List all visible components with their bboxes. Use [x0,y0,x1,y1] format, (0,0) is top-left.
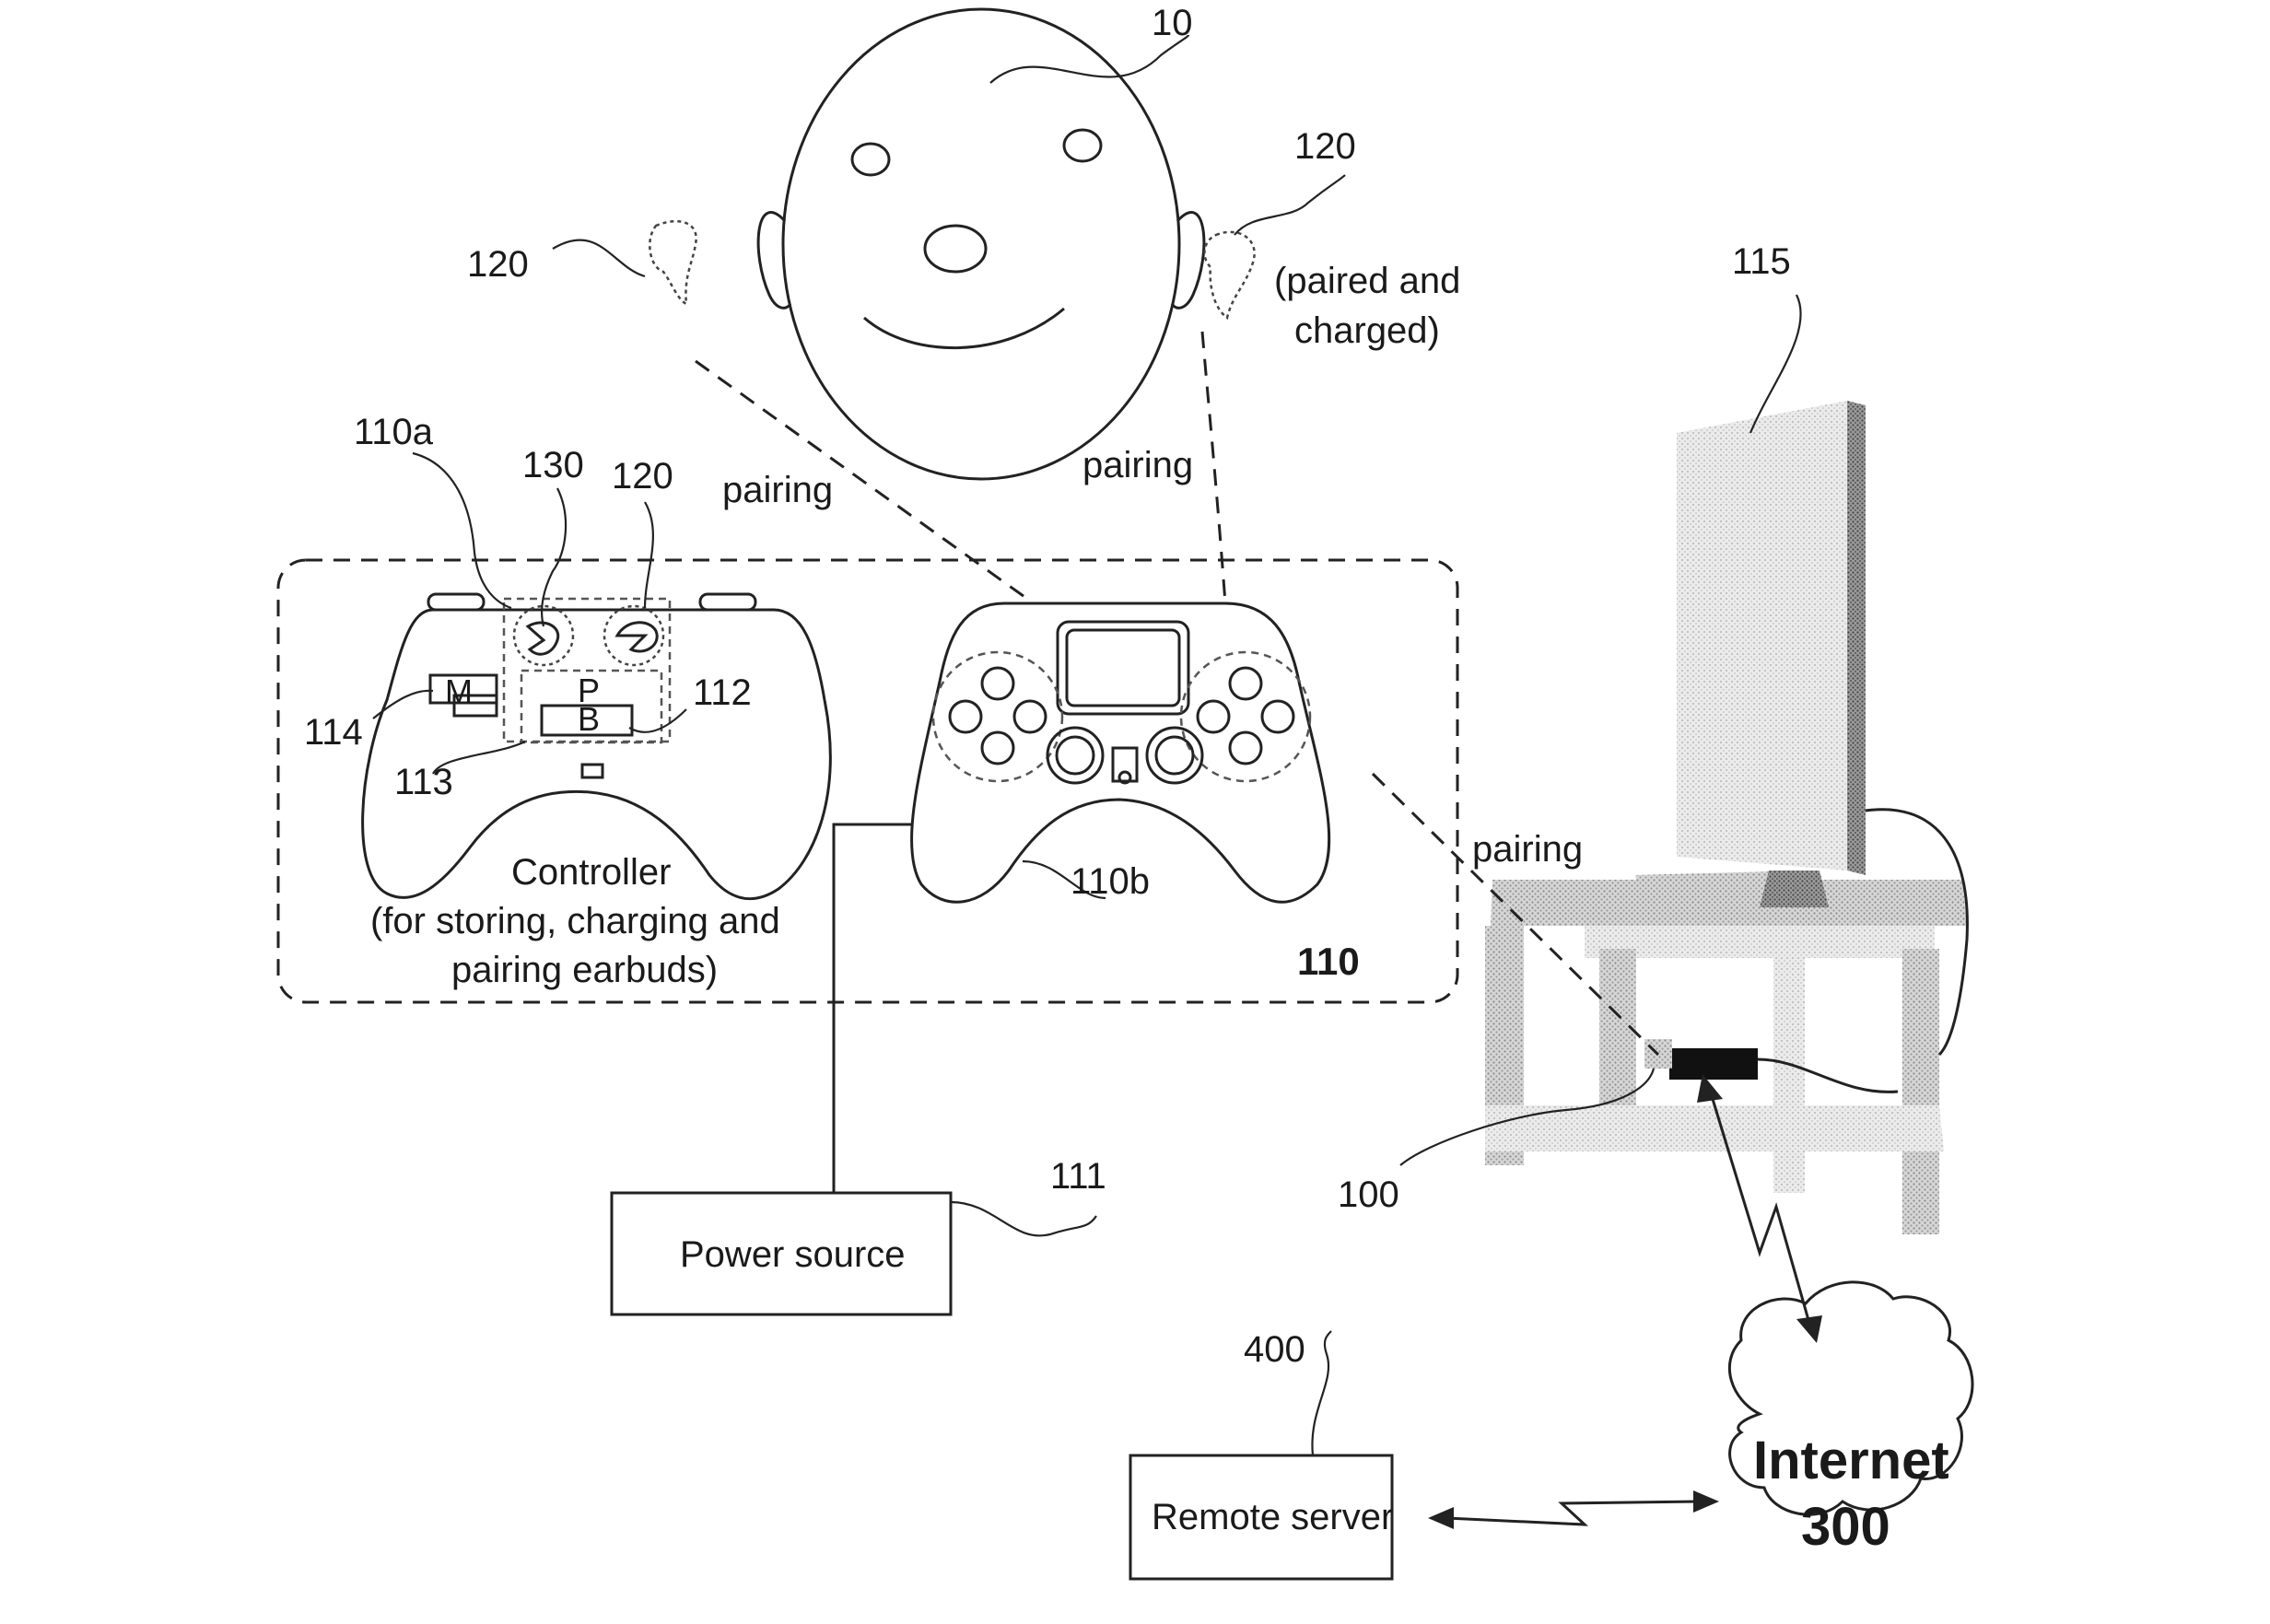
label-pairing-left: pairing [722,470,833,510]
label-earbud-left: 120 [467,244,529,285]
console-100 [1644,1039,1899,1093]
leader-111 [950,1200,1097,1237]
link-server-internet [1445,1500,1701,1526]
label-400: 400 [1244,1329,1305,1370]
leader-100 [1399,1068,1656,1166]
controller-caption-line2: (for storing, charging and [370,901,780,941]
label-130: 130 [522,445,584,485]
controller-label-B: B [578,700,600,738]
internet-label: Internet [1753,1431,1949,1490]
leader-114 [372,689,434,719]
person-head [756,7,1206,481]
leader-400 [1311,1330,1332,1456]
internet-cloud [1727,1280,1974,1516]
leader-112 [628,708,687,733]
leader-110a [412,451,512,610]
label-ctrl-120: 120 [612,456,673,497]
remote-server-label: Remote server [1152,1497,1393,1537]
label-100: 100 [1338,1174,1399,1215]
earbud-left [649,219,697,307]
label-110b: 110b [1071,861,1150,902]
tv-115 [1635,401,1969,1057]
controller-group-box [276,558,1459,1004]
earbud-status-line1: (paired and [1274,261,1460,301]
leader-115 [1749,294,1802,434]
controller-caption-line1: Controller [511,852,671,893]
power-source-label: Power source [680,1234,906,1275]
link-console-internet [1707,1086,1812,1327]
power-cable [832,823,912,1193]
label-pairing-console: pairing [1472,829,1583,870]
earbud-status-line2: charged) [1294,310,1440,351]
label-112: 112 [693,672,752,713]
leader-113 [432,741,526,775]
leader-person [989,34,1190,84]
controller-caption-line3: pairing earbuds) [451,950,718,990]
power-source-box [610,1191,953,1316]
pairing-line-right [1200,331,1227,604]
label-earbud-right: 120 [1294,126,1356,167]
controller-110b [910,602,1331,904]
label-113: 113 [394,762,453,802]
controller-label-P: P [578,672,600,709]
label-115: 115 [1732,241,1791,282]
label-group: 110 [1297,940,1360,983]
remote-server-box [1129,1454,1394,1581]
controller-110a: M P B [361,592,832,901]
label-114: 114 [304,712,363,753]
leader-130 [540,487,568,627]
leader-110b [1022,859,1106,900]
label-pairing-right: pairing [1082,445,1193,485]
label-111: 111 [1050,1156,1106,1197]
leader-ctrl-120 [643,501,654,609]
earbud-right [1203,230,1256,321]
label-person: 10 [1152,3,1193,43]
internet-number: 300 [1801,1497,1890,1557]
label-110a: 110a [354,412,434,452]
pairing-line-console [1371,772,1660,1057]
leader-earbud-right [1234,174,1346,236]
controller-label-M: M [445,672,473,710]
leader-earbud-left [552,239,646,278]
